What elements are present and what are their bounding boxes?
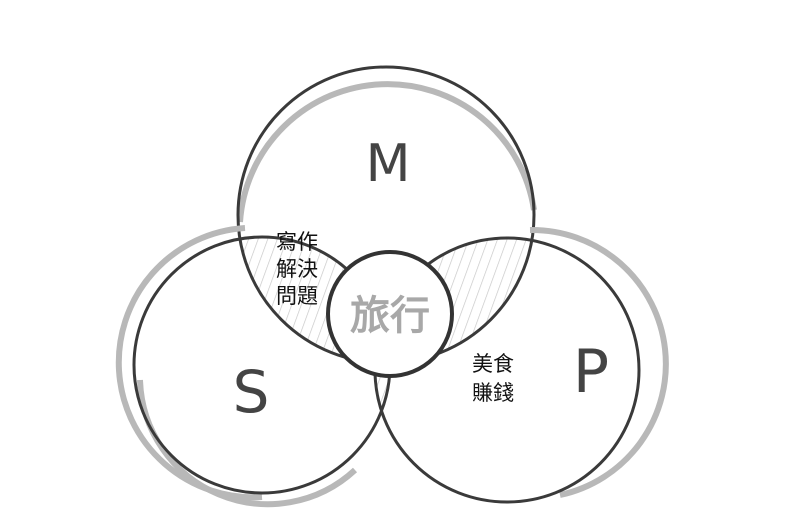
- overlap-m-s-hatch: [238, 237, 390, 363]
- overlap-m-s-line-1: 寫作: [276, 230, 318, 254]
- overlap-m-s-line-2: 解決: [276, 257, 318, 281]
- overlap-m-s-line-3: 問題: [276, 284, 318, 308]
- overlap-s-p-line-1: 美食: [472, 352, 514, 376]
- label-m: M: [366, 134, 411, 194]
- label-s: S: [233, 358, 270, 426]
- label-p: P: [573, 337, 609, 407]
- center-label: 旅行: [350, 293, 430, 339]
- center-circle: [326, 250, 454, 378]
- overlap-s-p-line-2: 賺錢: [472, 381, 514, 405]
